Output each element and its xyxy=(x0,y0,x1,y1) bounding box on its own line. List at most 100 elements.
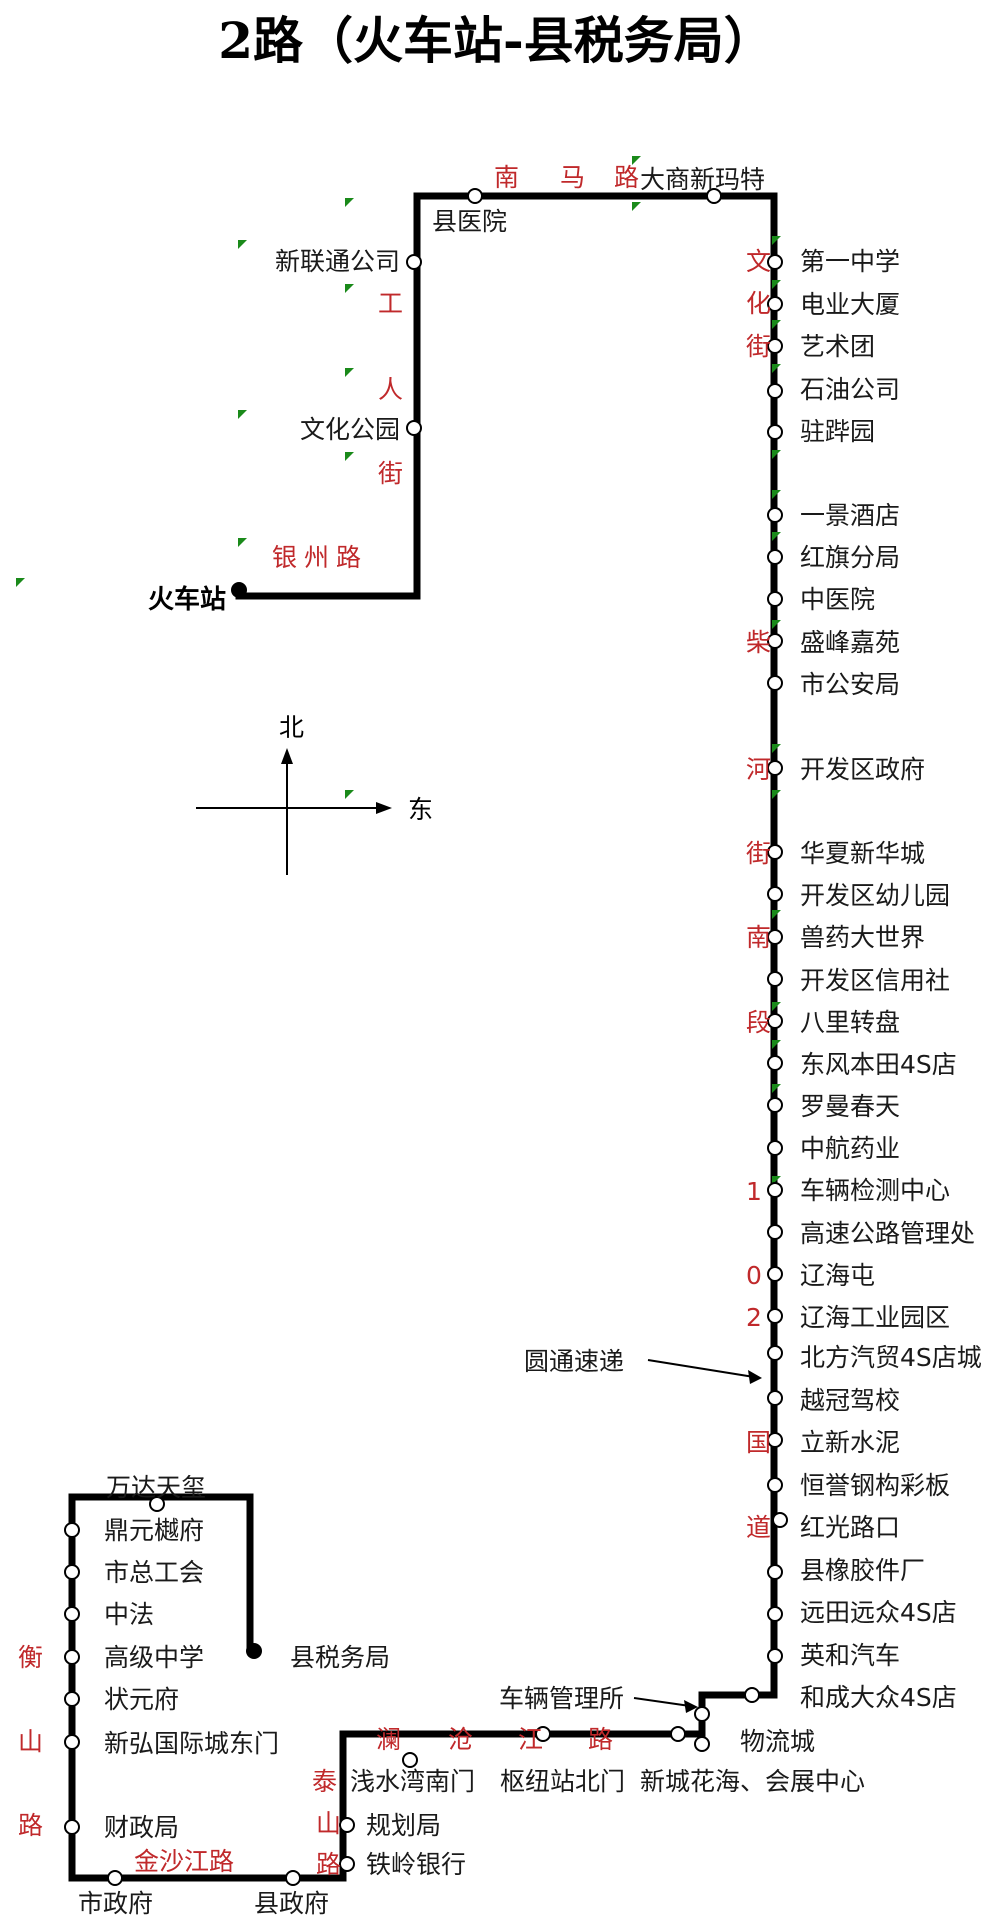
road-label: 道 xyxy=(746,1513,771,1542)
stop-label: 兽药大世界 xyxy=(800,923,925,952)
stop-label: 一景酒店 xyxy=(800,501,900,530)
stop-dot xyxy=(406,420,422,436)
stop-label: 远田远众4S店 xyxy=(800,1598,957,1627)
road-label: 南 xyxy=(746,923,771,952)
terminal-start-dot xyxy=(231,582,247,598)
road-label: 2 xyxy=(746,1303,762,1332)
stop-dot xyxy=(64,1734,80,1750)
stop-dot xyxy=(694,1736,710,1752)
annotation-label: 圆通速递 xyxy=(524,1347,624,1376)
stop-label: 县橡胶件厂 xyxy=(800,1556,925,1585)
stop-label: 车辆管理所 xyxy=(499,1684,624,1713)
stop-label: 万达天玺 xyxy=(106,1473,206,1502)
direction-marker-icon xyxy=(772,1040,781,1049)
stop-label: 开发区政府 xyxy=(800,755,925,784)
stop-dot xyxy=(64,1819,80,1835)
annotation-yuantong: 圆通速递 xyxy=(524,1347,762,1384)
stop-label: 铁岭银行 xyxy=(366,1850,466,1879)
direction-marker-icon xyxy=(16,578,25,587)
stop-dot xyxy=(64,1606,80,1622)
terminal-end-dot xyxy=(246,1643,262,1659)
stop-dot xyxy=(535,1726,551,1742)
road-label: 河 xyxy=(746,755,771,784)
stop-label: 车辆检测中心 xyxy=(800,1176,950,1205)
stop-label: 高速公路管理处 xyxy=(800,1219,975,1248)
direction-marker-icon xyxy=(772,320,781,329)
road-label: 段 xyxy=(746,1008,771,1037)
road-label: 山 xyxy=(18,1727,43,1756)
road-label: 文 xyxy=(746,247,771,276)
stop-dot xyxy=(767,760,783,776)
stop-dot xyxy=(767,971,783,987)
direction-marker-icon xyxy=(238,538,247,547)
direction-marker-icon xyxy=(238,240,247,249)
stop-label: 开发区信用社 xyxy=(800,966,950,995)
stop-label: 八里转盘 xyxy=(800,1008,900,1037)
direction-marker-icon xyxy=(772,790,781,799)
stop-label: 罗曼春天 xyxy=(800,1092,900,1121)
direction-markers xyxy=(16,156,781,1185)
stop-dot xyxy=(285,1870,301,1886)
direction-marker-icon xyxy=(772,532,781,541)
stop-dot xyxy=(402,1752,418,1768)
stop-dot xyxy=(64,1564,80,1580)
stop-dot xyxy=(767,1564,783,1580)
stop-dot xyxy=(767,254,783,270)
east-arrow-icon xyxy=(376,802,392,814)
annotation-cheliang xyxy=(633,1697,698,1713)
stop-dot xyxy=(64,1691,80,1707)
stop-label: 状元府 xyxy=(104,1685,179,1714)
road-label: 街 xyxy=(746,839,771,868)
direction-marker-icon xyxy=(345,198,354,207)
stop-dot xyxy=(767,1140,783,1156)
road-label: 江 xyxy=(518,1725,543,1754)
stop-dot xyxy=(706,188,722,204)
stop-label: 文化公园 xyxy=(300,415,400,444)
stop-label: 东风本田4S店 xyxy=(800,1050,957,1079)
stop-dot xyxy=(767,1266,783,1282)
direction-marker-icon xyxy=(772,450,781,459)
stop-dot xyxy=(670,1726,686,1742)
stop-dot xyxy=(767,844,783,860)
compass-east-label: 东 xyxy=(408,795,433,824)
stop-dot xyxy=(767,1097,783,1113)
stop-dot xyxy=(467,188,483,204)
stop-label: 恒誉钢构彩板 xyxy=(800,1471,950,1500)
stop-dot xyxy=(339,1817,355,1833)
stop-dot xyxy=(772,1512,788,1528)
stop-label: 中医院 xyxy=(800,585,875,614)
stop-label: 红光路口 xyxy=(800,1513,900,1542)
direction-marker-icon xyxy=(772,1084,781,1093)
stop-label: 驻跸园 xyxy=(800,417,875,446)
stop-dot xyxy=(767,1308,783,1324)
stop-label: 电业大厦 xyxy=(800,290,900,319)
road-label: 街 xyxy=(378,459,403,488)
stop-label: 鼎元樾府 xyxy=(104,1516,204,1545)
road-label: 金沙江路 xyxy=(134,1847,234,1876)
direction-marker-icon xyxy=(632,202,641,211)
road-label: 州 xyxy=(304,543,329,572)
road-label: 路 xyxy=(614,163,639,192)
stop-label: 和成大众4S店 xyxy=(800,1683,957,1712)
stop-label: 立新水泥 xyxy=(800,1428,900,1457)
road-label: 澜 xyxy=(376,1725,401,1754)
stop-label: 越冠驾校 xyxy=(800,1386,900,1415)
direction-marker-icon xyxy=(772,280,781,289)
stop-dot xyxy=(767,507,783,523)
stop-dot xyxy=(64,1522,80,1538)
stop-dot xyxy=(339,1856,355,1872)
stop-dot xyxy=(767,383,783,399)
stop-dot xyxy=(767,338,783,354)
stop-dot xyxy=(767,549,783,565)
compass xyxy=(196,748,392,875)
direction-marker-icon xyxy=(632,156,641,165)
stop-dot xyxy=(767,1477,783,1493)
arrowhead-icon xyxy=(748,1370,762,1384)
north-arrow-icon xyxy=(281,748,293,764)
stop-dot xyxy=(767,1606,783,1622)
road-label: 路 xyxy=(316,1850,341,1879)
stop-labels: 县医院新联通公司文化公园大商新玛特第一中学电业大厦艺术团石油公司驻跸园一景酒店红… xyxy=(78,165,982,1918)
road-label: 沧 xyxy=(448,1725,473,1754)
route-line xyxy=(68,192,778,1882)
stop-label: 县医院 xyxy=(432,207,507,236)
